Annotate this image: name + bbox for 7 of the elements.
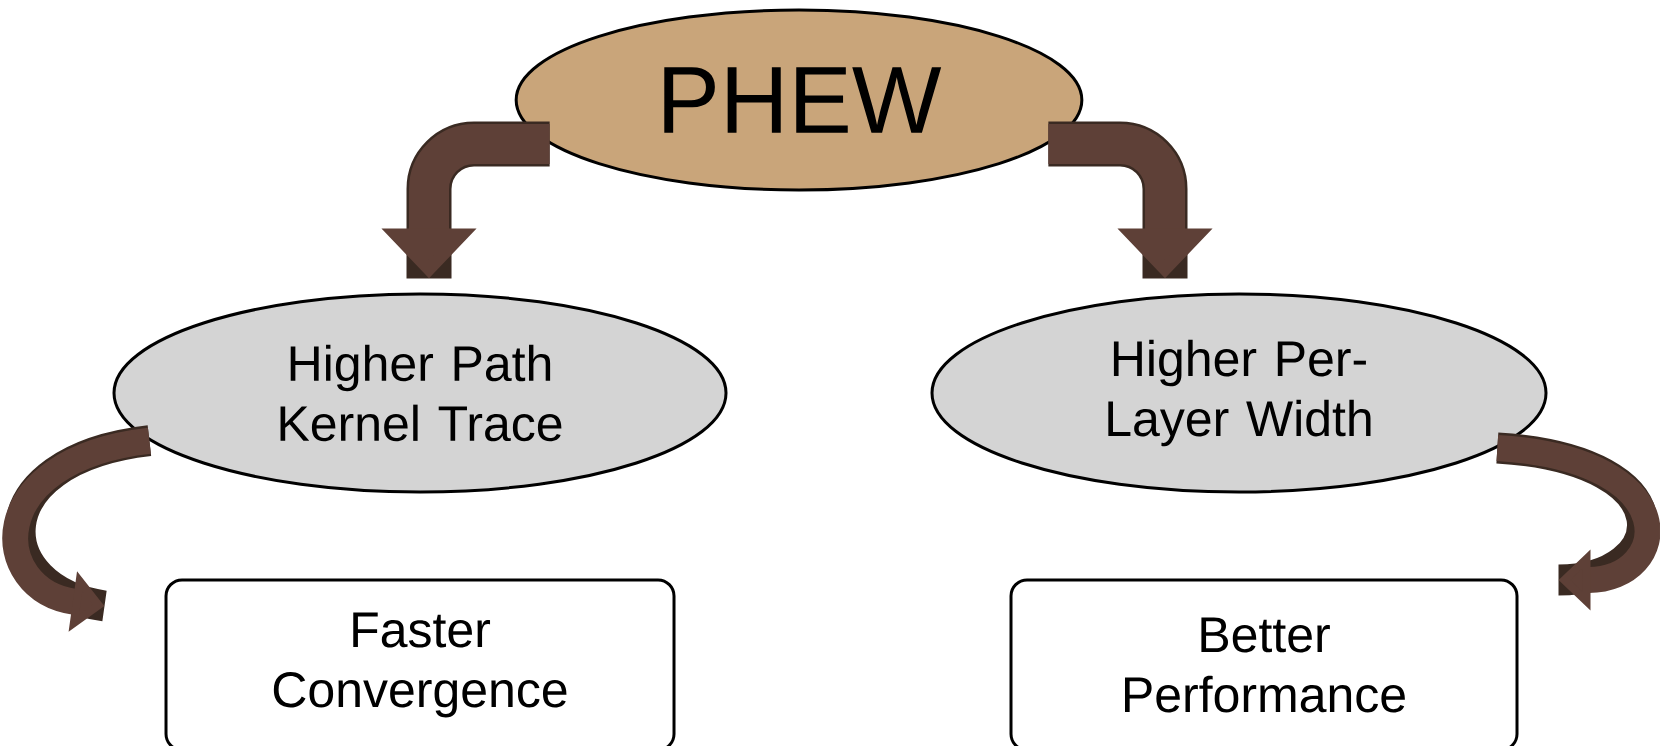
ellipse-node: PHEW	[514, 8, 1084, 192]
arrow	[1495, 432, 1660, 611]
ellipse-node: Higher Path Kernel Trace	[112, 292, 728, 494]
rounded-box: Better Performance	[1009, 578, 1519, 746]
rounded-box: Faster Convergence	[164, 578, 676, 746]
arrow	[1048, 121, 1213, 279]
ellipse-node: Higher Per-Layer Width	[930, 292, 1548, 494]
